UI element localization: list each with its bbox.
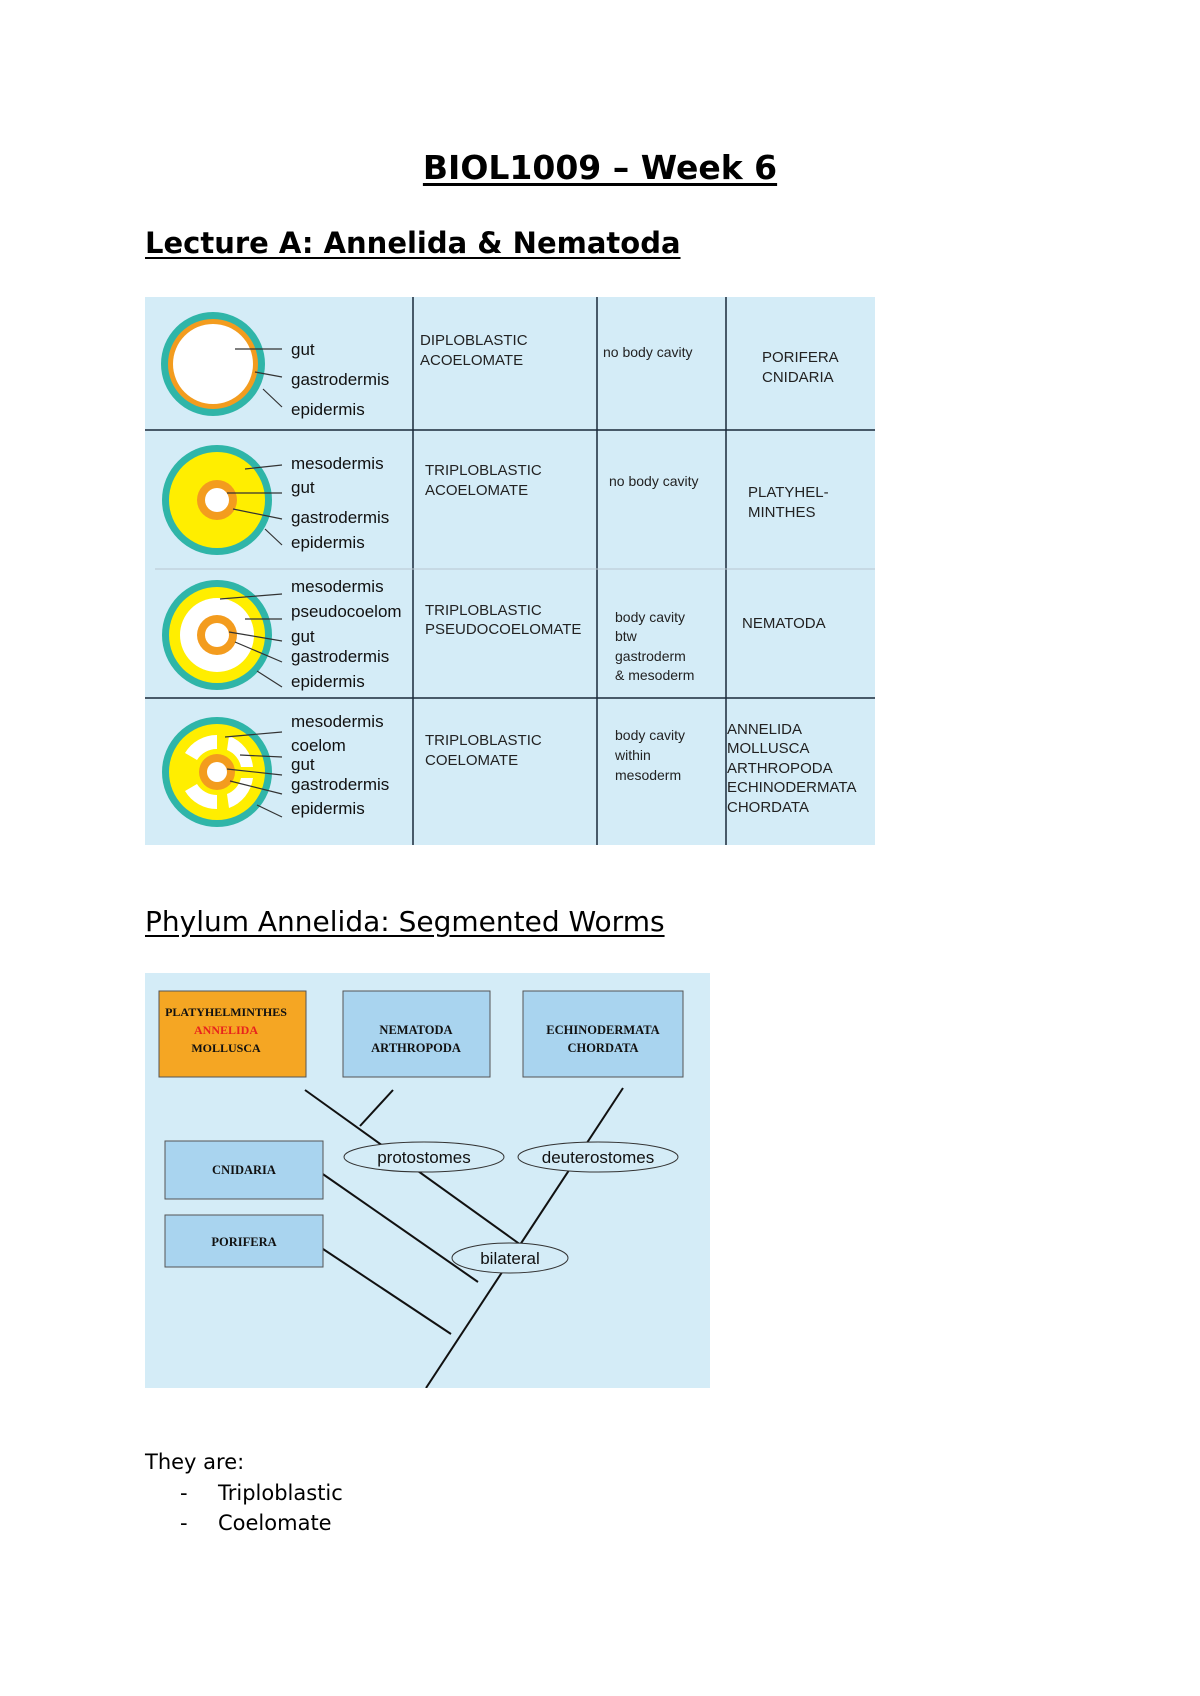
phylum-label: NEMATODA (742, 615, 826, 632)
box-label: CNIDARIA (212, 1163, 276, 1177)
cavity-label: gastroderm (615, 648, 686, 664)
pseudocoelomate-diagram (162, 580, 283, 690)
type-label: ACOELOMATE (425, 482, 528, 499)
layer-label: epidermis (291, 400, 365, 419)
nematoda-box (342, 990, 491, 1078)
layer-label: gut (291, 478, 315, 497)
main-branch (425, 1087, 624, 1389)
cnidaria-box (164, 1140, 324, 1200)
porifera-branch (316, 1244, 452, 1335)
list-item-text: Triploblastic (218, 1481, 343, 1505)
type-label: TRIPLOBLASTIC (425, 732, 542, 749)
bullet-dash: - (180, 1511, 188, 1535)
phylum-label: CNIDARIA (762, 369, 834, 386)
layer-label: epidermis (291, 672, 365, 691)
type-label: DIPLOBLASTIC (420, 332, 528, 349)
bilateral-oval (451, 1242, 569, 1274)
layer-label: gut (291, 627, 315, 646)
cavity-label: & mesoderm (615, 667, 694, 683)
phylum-label: PORIFERA (762, 349, 839, 366)
list-item-text: Coelomate (218, 1511, 332, 1535)
coelomate-diagram (162, 717, 283, 827)
cavity-label: no body cavity (603, 344, 693, 360)
porifera-box (164, 1214, 324, 1268)
list-item: - Triploblastic (180, 1478, 343, 1508)
phyla-labels: PORIFERA CNIDARIA PLATYHEL- MINTHES NEMA… (727, 349, 856, 816)
layer-label: mesodermis (291, 577, 384, 596)
box-label: CHORDATA (567, 1041, 638, 1055)
intro-text: They are: (145, 1450, 245, 1474)
layer-label: gastrodermis (291, 647, 389, 666)
phylum-label: CHORDATA (727, 799, 809, 816)
box-label: MOLLUSCA (191, 1041, 261, 1055)
layer-label: mesodermis (291, 712, 384, 731)
cnidaria-branch (316, 1169, 479, 1283)
box-label: ANNELIDA (194, 1023, 258, 1037)
type-label: TRIPLOBLASTIC (425, 602, 542, 619)
bilateral-label: bilateral (480, 1249, 540, 1268)
protostomes-label: protostomes (377, 1148, 471, 1167)
deuterostomes-label: deuterostomes (542, 1148, 654, 1167)
type-label: ACOELOMATE (420, 352, 523, 369)
phylum-heading: Phylum Annelida: Segmented Worms (145, 905, 665, 938)
platyhelminthes-box (158, 990, 307, 1078)
layer-label: coelom (291, 736, 346, 755)
echinodermata-box (522, 990, 684, 1078)
cavity-label: no body cavity (609, 473, 699, 489)
table-grid (145, 297, 875, 845)
protostomes-oval (343, 1141, 505, 1173)
layer-labels: gut gastrodermis epidermis mesodermis gu… (291, 340, 402, 818)
bullet-dash: - (180, 1481, 188, 1505)
diploblastic-diagram (161, 312, 283, 416)
deuterostomes-oval (517, 1141, 679, 1173)
box-label: ARTHROPODA (371, 1041, 461, 1055)
trait-list: - Triploblastic - Coelomate (180, 1478, 343, 1538)
box-label: NEMATODA (379, 1023, 452, 1037)
cavity-label: mesoderm (615, 767, 681, 783)
box-label: PORIFERA (211, 1235, 276, 1249)
type-label: TRIPLOBLASTIC (425, 462, 542, 479)
box-label: ECHINODERMATA (546, 1023, 659, 1037)
layer-label: epidermis (291, 533, 365, 552)
list-item: - Coelomate (180, 1508, 343, 1538)
germ-layer-table: gut gastrodermis epidermis mesodermis gu… (145, 297, 875, 845)
cavity-label: body cavity (615, 727, 685, 743)
phylum-label: MOLLUSCA (727, 740, 810, 757)
box-label: PLATYHELMINTHES (165, 1005, 287, 1019)
germ-layer-table-svg: gut gastrodermis epidermis mesodermis gu… (145, 297, 875, 845)
phylum-label: ANNELIDA (727, 721, 802, 738)
cavity-label: body cavity (615, 609, 685, 625)
layer-label: gastrodermis (291, 508, 389, 527)
phylum-label: ARTHROPODA (727, 760, 833, 777)
phylum-label: PLATYHEL- (748, 484, 829, 501)
cavity-label: within (614, 747, 651, 763)
layer-label: pseudocoelom (291, 602, 402, 621)
acoelomate-diagram (162, 445, 283, 555)
phylogeny-svg: PLATYHELMINTHES ANNELIDA MOLLUSCA NEMATODA A… (158, 990, 684, 1389)
lecture-heading: Lecture A: Annelida & Nematoda (145, 226, 681, 260)
nematoda-branch (359, 1089, 394, 1127)
type-label: COELOMATE (425, 752, 518, 769)
layer-label: epidermis (291, 799, 365, 818)
layer-label: gastrodermis (291, 775, 389, 794)
cavity-labels: no body cavity no body cavity body cavit… (603, 344, 699, 783)
type-label: PSEUDOCOELOMATE (425, 621, 581, 638)
cavity-label: btw (615, 628, 638, 644)
layer-label: mesodermis (291, 454, 384, 473)
layer-label: gut (291, 755, 315, 774)
phylum-label: ECHINODERMATA (727, 779, 856, 796)
body-plan-labels: DIPLOBLASTIC ACOELOMATE TRIPLOBLASTIC AC… (420, 332, 581, 769)
layer-label: gut (291, 340, 315, 359)
phylogeny-diagram: PLATYHELMINTHES ANNELIDA MOLLUSCA NEMATODA A… (145, 973, 710, 1389)
page-title: BIOL1009 – Week 6 (422, 148, 778, 187)
phylum-label: MINTHES (748, 504, 816, 521)
layer-label: gastrodermis (291, 370, 389, 389)
